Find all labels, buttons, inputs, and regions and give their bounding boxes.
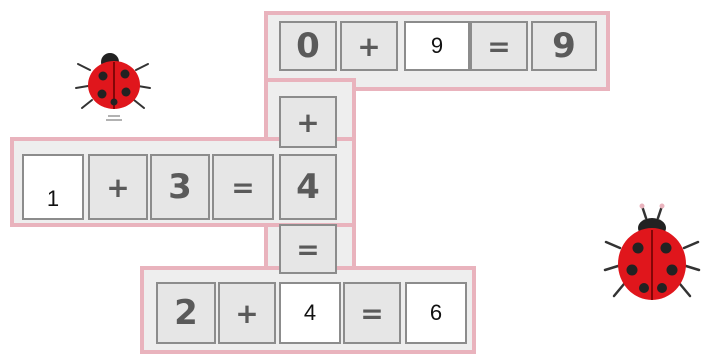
- bottom-cell-a: 2: [156, 282, 216, 344]
- middle-cell-a: 1: [22, 154, 84, 220]
- ladybug-icon: [70, 40, 156, 126]
- top-cell-plus: +: [340, 21, 398, 71]
- middle-cell-plus: +: [88, 154, 148, 220]
- bottom-cell-plus: +: [218, 282, 276, 344]
- top-cell-result: 9: [531, 21, 597, 71]
- top-cell-b: 9: [404, 21, 470, 71]
- column-cell-plus: +: [279, 96, 337, 148]
- middle-cell-equals: =: [212, 154, 274, 220]
- top-cell-a: 0: [279, 21, 337, 71]
- bottom-cell-b: 4: [279, 282, 341, 344]
- column-cell-equals: =: [279, 224, 337, 274]
- middle-cell-result: 4: [279, 154, 337, 220]
- top-cell-equals: =: [470, 21, 528, 71]
- bottom-cell-result: 6: [405, 282, 467, 344]
- bottom-cell-equals: =: [343, 282, 401, 344]
- middle-cell-b: 3: [150, 154, 210, 220]
- ladybug-icon: [602, 198, 702, 308]
